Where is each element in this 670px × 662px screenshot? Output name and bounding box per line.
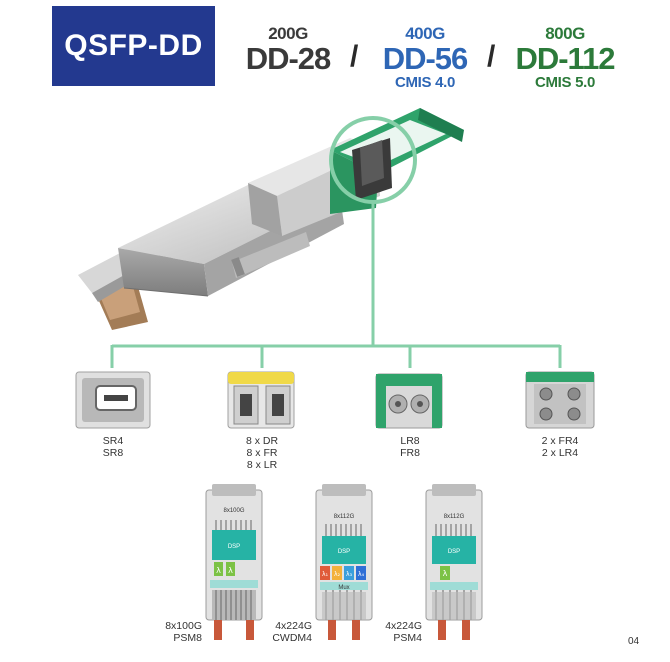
separator-2: / (487, 40, 496, 73)
separator-1: / (350, 40, 359, 73)
connector-1-line1: SR4 (102, 435, 124, 447)
module2-lambda-3: λ₃ (346, 571, 353, 578)
gen-800g-code: DD-112 (515, 41, 615, 76)
gen-200g-code: DD-28 (245, 41, 332, 76)
module2-mux-label: Mux (338, 585, 349, 591)
module3-lambda-1: λ (443, 569, 448, 578)
module1-chip-label: 8x100G (223, 508, 244, 514)
module-psm8 (205, 484, 263, 640)
module3-dsp-label: DSP (448, 549, 460, 555)
gen-800g-speed: 800G (545, 24, 585, 43)
connector-label-3: LR8 FR8 (379, 435, 441, 459)
gen-400g-speed: 400G (405, 24, 445, 43)
connector-label-2: 8 x DR 8 x FR 8 x LR (231, 435, 293, 471)
module1-lambda-2: λ (228, 566, 233, 575)
module1-dsp-label: DSP (228, 544, 240, 550)
connector-label-4: 2 x FR4 2 x LR4 (524, 435, 596, 459)
connector-lc-duplex (375, 373, 443, 429)
connector-mpo (75, 371, 151, 429)
connector-2-line3: 8 x LR (246, 459, 278, 471)
module-label-2: 4x224G CWDM4 (256, 620, 312, 644)
pull-tab (330, 108, 464, 214)
gen-400g-cmis: CMIS 4.0 (394, 74, 456, 91)
module-2-line2: CWDM4 (272, 632, 312, 644)
module-3-line1: 4x224G (385, 620, 422, 632)
qsfp-dd-transceiver (78, 138, 380, 330)
gen-400g: 400G DD-56 CMIS 4.0 (377, 25, 473, 90)
gen-800g-cmis: CMIS 5.0 (534, 74, 596, 91)
connector-3-line1: LR8 (400, 435, 420, 447)
connector-quad-lc (525, 371, 595, 429)
connector-tree (110, 202, 562, 368)
module-1-line2: PSM8 (173, 632, 202, 644)
module-1-line1: 8x100G (165, 620, 202, 632)
qsfp-dd-badge: QSFP-DD (52, 6, 215, 86)
gen-200g: 200G DD-28 (240, 25, 336, 74)
module2-lambda-1: λ₁ (322, 571, 329, 578)
connector-8x (227, 371, 295, 429)
module-2-line1: 4x224G (275, 620, 312, 632)
connector-2-line2: 8 x FR (246, 447, 278, 459)
module-label-1: 8x100G PSM8 (146, 620, 202, 644)
module-3-line2: PSM4 (393, 632, 422, 644)
gen-200g-speed: 200G (268, 24, 308, 43)
connector-label-1: SR4 SR8 (82, 435, 144, 459)
gen-800g: 800G DD-112 CMIS 5.0 (505, 25, 625, 90)
connector-4-line1: 2 x FR4 (541, 435, 579, 447)
page-number: 04 (628, 636, 640, 647)
connector-3-line2: FR8 (400, 447, 420, 459)
connector-4-line2: 2 x LR4 (541, 447, 579, 459)
gen-400g-code: DD-56 (382, 41, 469, 76)
module2-lambda-2: λ₂ (334, 571, 341, 578)
module2-dsp-label: DSP (338, 549, 350, 555)
module-psm4 (425, 484, 483, 640)
module1-lambda-1: λ (216, 566, 221, 575)
module-label-3: 4x224G PSM4 (366, 620, 422, 644)
connector-1-line2: SR8 (102, 447, 124, 459)
module3-chip-label: 8x112G (444, 514, 465, 520)
module-cwdm4 (315, 484, 373, 640)
module2-lambda-4: λ₄ (358, 571, 365, 578)
module2-chip-label: 8x112G (334, 514, 355, 520)
connector-2-line1: 8 x DR (245, 435, 279, 447)
